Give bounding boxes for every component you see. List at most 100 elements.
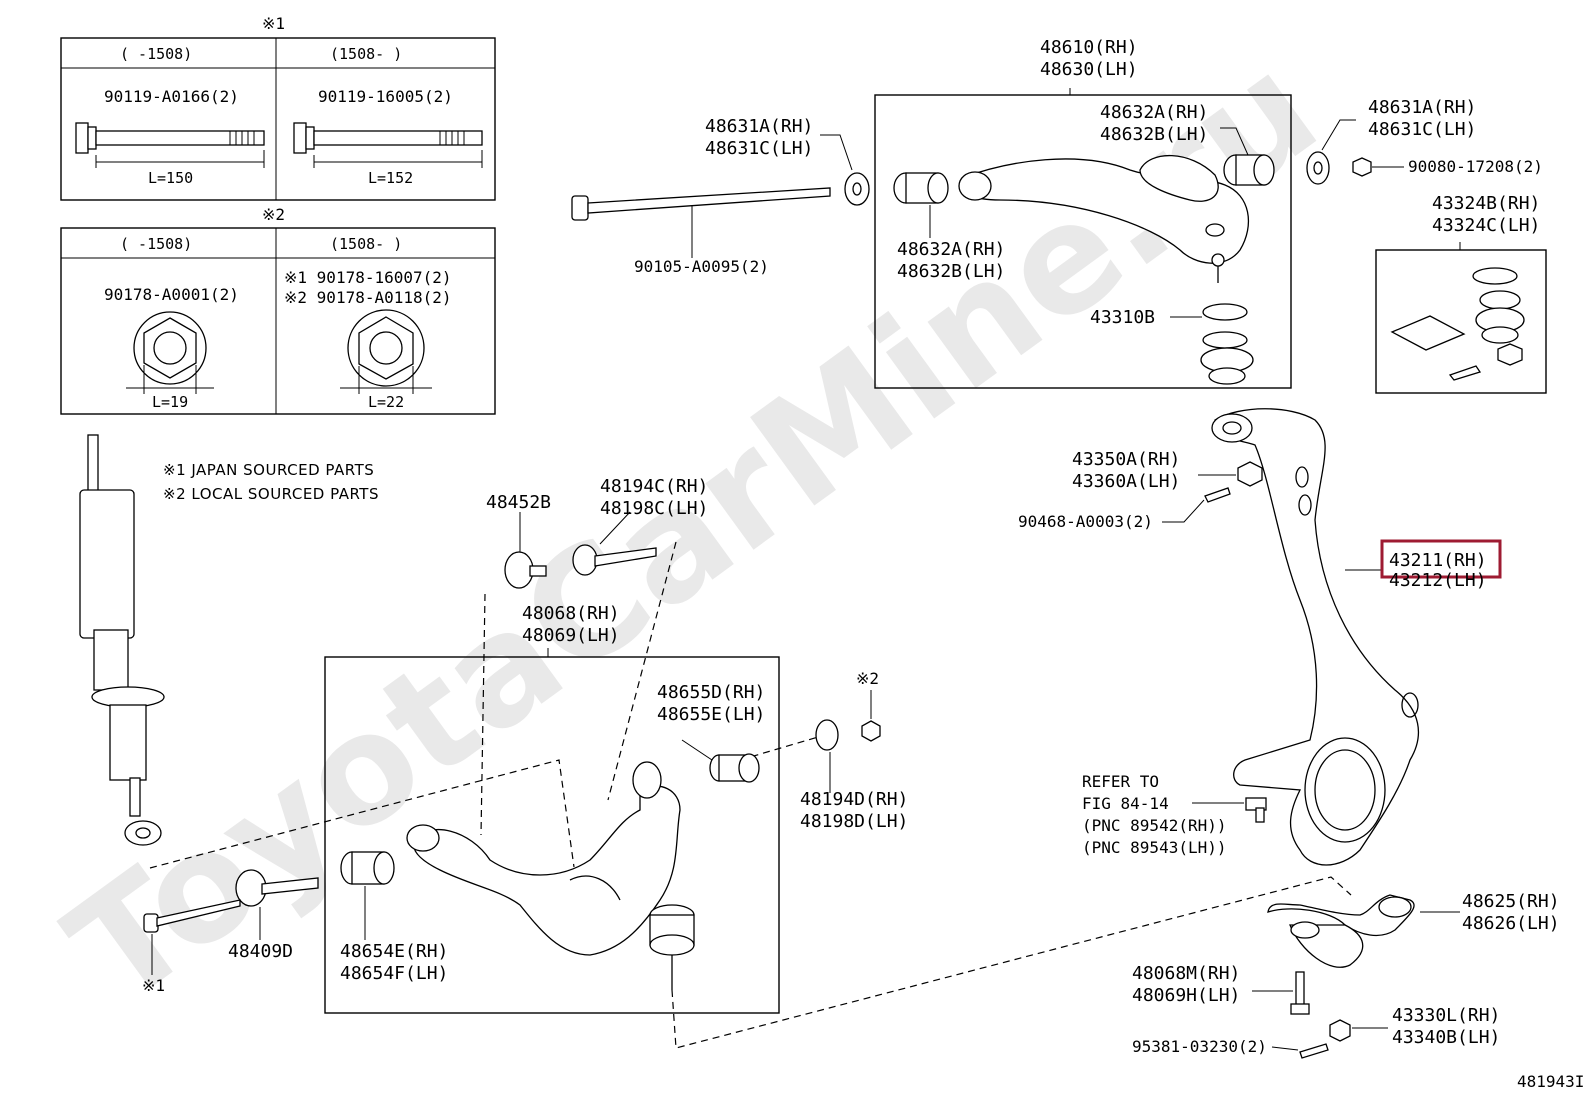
table-2-col-right: (1508- ) — [330, 235, 402, 253]
label-43212: 43212(LH) — [1389, 570, 1487, 591]
label-48625: 48625(RH) — [1462, 891, 1560, 912]
label-48632B-bottom: 48632B(LH) — [897, 261, 1005, 282]
label-48194C: 48194C(RH) — [600, 476, 708, 497]
label-90105: 90105-A0095(2) — [634, 257, 769, 276]
figure-id: 481943I — [1517, 1072, 1584, 1091]
label-48198C: 48198C(LH) — [600, 498, 708, 519]
table-2: ※2 ( -1508) (1508- ) 90178-A0001(2) ※1 9… — [60, 205, 496, 415]
refer-line-4: (PNC 89543(LH)) — [1082, 838, 1227, 857]
refer-line-3: (PNC 89542(RH)) — [1082, 816, 1227, 835]
table-2-col-left: ( -1508) — [120, 235, 192, 253]
label-48631C-right: 48631C(LH) — [1368, 119, 1476, 140]
label-48631A-left: 48631A(RH) — [705, 116, 813, 137]
castle-nut — [1237, 461, 1263, 487]
table-1-right-part: 90119-16005(2) — [318, 87, 453, 106]
lower-control-arm — [406, 761, 681, 956]
lower-arm-bolt — [143, 899, 241, 933]
label-48630: 48630(LH) — [1040, 59, 1138, 80]
nut-icon — [347, 309, 425, 387]
label-43360A: 43360A(LH) — [1072, 471, 1180, 492]
label-48068: 48068(RH) — [522, 603, 620, 624]
table-2-mark: ※2 — [262, 205, 285, 224]
cam-washer — [844, 172, 870, 206]
bolt-icon — [75, 122, 265, 154]
castle-nut — [1329, 1019, 1351, 1042]
cotter-pin — [1299, 1043, 1329, 1059]
table-2-left-part: 90178-A0001(2) — [104, 285, 239, 304]
label-48632A-top: 48632A(RH) — [1100, 102, 1208, 123]
label-48654E: 48654E(RH) — [340, 941, 448, 962]
label-48632B-top: 48632B(LH) — [1100, 124, 1208, 145]
lower-ball-joint — [649, 904, 695, 990]
steering-knuckle — [1211, 408, 1420, 866]
upper-bushing-upper — [1223, 154, 1275, 186]
table-2-left-length: L=19 — [152, 393, 188, 411]
boot-kit-parts — [1390, 267, 1525, 381]
table-1-left-part: 90119-A0166(2) — [104, 87, 239, 106]
label-48068M: 48068M(RH) — [1132, 963, 1240, 984]
label-48069H: 48069H(LH) — [1132, 985, 1240, 1006]
label-48452B: 48452B — [486, 492, 551, 513]
label-48610: 48610(RH) — [1040, 37, 1138, 58]
upper-control-arm — [958, 154, 1250, 283]
table-1-col-right: (1508- ) — [330, 45, 402, 63]
table-2-right-length: L=22 — [368, 393, 404, 411]
label-43350A: 43350A(RH) — [1072, 449, 1180, 470]
label-48198D: 48198D(LH) — [800, 811, 908, 832]
table-1-col-left: ( -1508) — [120, 45, 192, 63]
abs-sensor — [1245, 797, 1267, 823]
cam-plate — [504, 551, 547, 589]
label-48655D: 48655D(RH) — [657, 682, 765, 703]
label-43330L: 43330L(RH) — [1392, 1005, 1500, 1026]
nut-icon — [133, 311, 207, 385]
label-90080: 90080-17208(2) — [1408, 157, 1543, 176]
label-48655E: 48655E(LH) — [657, 704, 765, 725]
lower-bushing-front — [340, 851, 395, 885]
note-local: ※2 LOCAL SOURCED PARTS — [163, 485, 379, 503]
label-48194D: 48194D(RH) — [800, 789, 908, 810]
shock-absorber — [79, 434, 165, 846]
label-43324B: 43324B(RH) — [1432, 193, 1540, 214]
label-48409D: 48409D — [228, 941, 293, 962]
table-1-right-length: L=152 — [368, 169, 413, 187]
highlight-43211 — [1380, 539, 1502, 579]
label-43310B: 43310B — [1090, 307, 1155, 328]
label-43340B: 43340B(LH) — [1392, 1027, 1500, 1048]
cam-washer — [1306, 151, 1330, 185]
upper-bushing-lower — [893, 172, 949, 204]
upper-arm-bolt — [571, 187, 831, 221]
bolt-icon — [293, 122, 483, 154]
refer-line-1: REFER TO — [1082, 772, 1159, 791]
cotter-pin — [1204, 487, 1231, 503]
nut-icon — [861, 720, 881, 742]
label-48626: 48626(LH) — [1462, 913, 1560, 934]
upper-ball-joint-boot — [1200, 303, 1254, 385]
lower-arm-box — [324, 656, 780, 1014]
label-48631A-right: 48631A(RH) — [1368, 97, 1476, 118]
label-95381: 95381-03230(2) — [1132, 1037, 1267, 1056]
label-90468: 90468-A0003(2) — [1018, 512, 1153, 531]
nut-icon — [1352, 157, 1372, 177]
lower-bolt-mark: ※1 — [142, 976, 165, 995]
refer-line-2: FIG 84-14 — [1082, 794, 1169, 813]
table-1: ※1 ( -1508) (1508- ) 90119-A0166(2) 9011… — [60, 14, 496, 201]
knuckle-bolt — [1290, 971, 1310, 1015]
cam-bolt — [572, 544, 657, 576]
steering-arm — [1267, 894, 1415, 968]
label-43211[interactable]: 43211(RH) — [1389, 550, 1487, 571]
cam-plate — [235, 869, 319, 907]
boot-kit-box — [1375, 249, 1547, 394]
label-48632A-bottom: 48632A(RH) — [897, 239, 1005, 260]
upper-arm-box — [874, 94, 1292, 389]
cam-washer — [815, 719, 839, 751]
table-2-right-part-1: ※1 90178-16007(2) — [284, 268, 452, 287]
label-43324C: 43324C(LH) — [1432, 215, 1540, 236]
lower-nut-mark: ※2 — [856, 669, 879, 688]
table-1-left-length: L=150 — [148, 169, 193, 187]
table-2-right-part-2: ※2 90178-A0118(2) — [284, 288, 452, 307]
label-48631C-left: 48631C(LH) — [705, 138, 813, 159]
note-japan: ※1 JAPAN SOURCED PARTS — [163, 461, 374, 479]
label-48654F: 48654F(LH) — [340, 963, 448, 984]
